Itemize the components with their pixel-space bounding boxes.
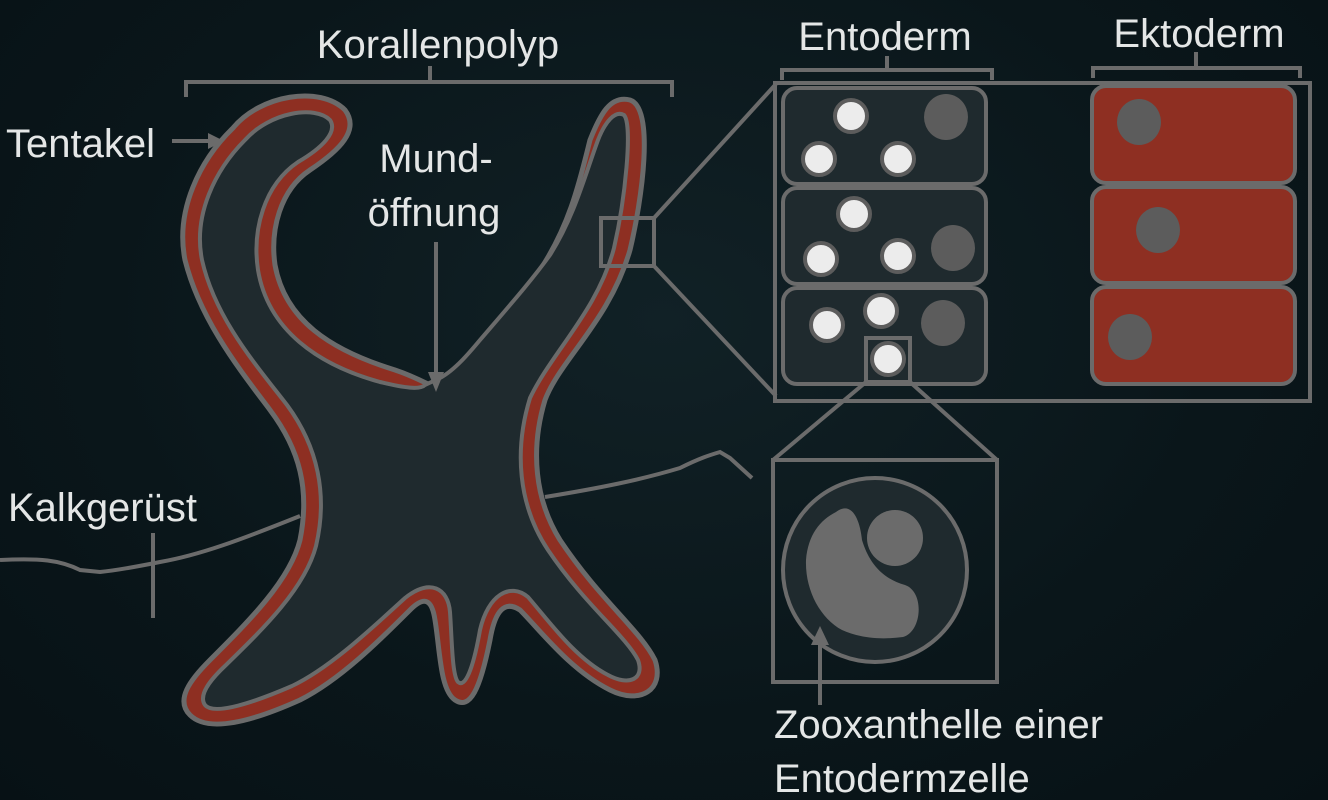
entoderm-cell	[781, 286, 988, 386]
magnify-connector-tissue	[599, 82, 778, 398]
label-korallenpolyp: Korallenpolyp	[317, 23, 559, 67]
entoderm-cell	[781, 186, 988, 286]
ektoderm-cell	[1090, 285, 1297, 386]
chloroplast-shape	[805, 508, 919, 639]
label-kalkgeruest: Kalkgerüst	[8, 486, 197, 530]
label-tentakel: Tentakel	[6, 122, 155, 166]
magnify-connector-zooxanthella	[771, 380, 999, 462]
ektoderm-cell	[1090, 185, 1297, 285]
entoderm-cell	[781, 86, 988, 186]
polyp-bracket	[184, 66, 674, 97]
label-ektoderm: Ektoderm	[1113, 12, 1284, 56]
zooxanthella-detail-panel	[771, 458, 999, 684]
zooxanthella-arrow-icon	[811, 626, 829, 705]
tissue-detail-panel: Entoderm Ektoderm	[773, 12, 1312, 403]
label-mund-line2: öffnung	[368, 191, 501, 235]
label-zooxanthelle-line2: Entodermzelle	[774, 757, 1030, 800]
skeleton-line	[0, 449, 754, 618]
label-entoderm: Entoderm	[798, 15, 971, 59]
polyp-body	[180, 93, 660, 727]
mouth-arrow-icon	[428, 242, 444, 392]
label-zooxanthelle-line1: Zooxanthelle einer	[774, 703, 1103, 747]
ektoderm-cell	[1090, 84, 1297, 185]
polyp-entoderm-layer	[197, 110, 642, 711]
tentacle-arrow-icon	[172, 133, 224, 149]
label-mund-line1: Mund-	[379, 137, 492, 181]
